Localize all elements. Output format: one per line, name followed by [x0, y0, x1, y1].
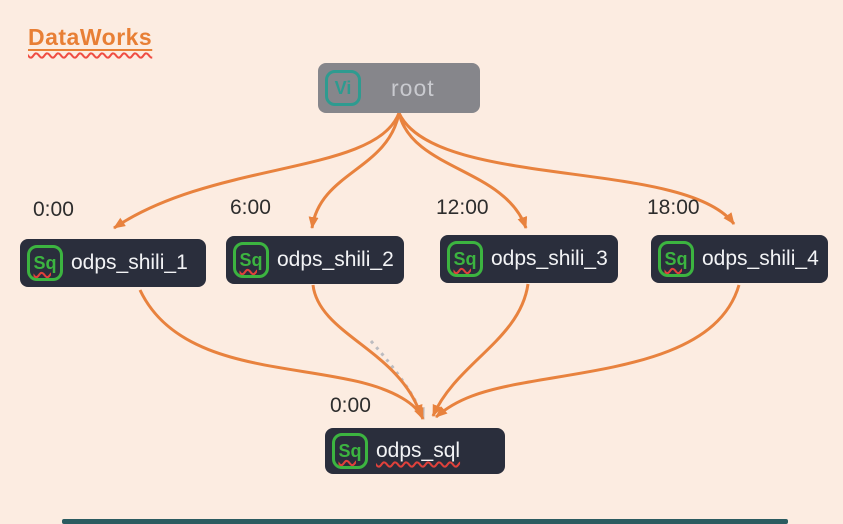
title-text: DataWorks [28, 24, 153, 50]
sql-node-icon: Sq [447, 241, 483, 277]
task-node-odps-sql[interactable]: Sq odps_sql [325, 428, 505, 474]
schedule-time-odps-shili-2: 6:00 [230, 196, 271, 219]
task-node-label: odps_shili_2 [277, 248, 394, 271]
task-node-label: odps_shili_3 [491, 247, 608, 270]
virtual-node-icon-text: Vi [334, 77, 352, 98]
sql-node-icon: Sq [658, 241, 694, 277]
sql-node-icon-text: Sq [239, 249, 263, 270]
sql-node-icon: Sq [332, 433, 368, 469]
edge-root-to-odps-shili-3 [397, 112, 528, 229]
sql-node-icon-text: Sq [664, 248, 688, 269]
sql-node-icon-text: Sq [338, 440, 362, 461]
virtual-node-icon: Vi [325, 70, 361, 106]
edge-odps-shili-4-to-odps-sql [435, 284, 741, 419]
horizontal-scrollbar[interactable] [62, 519, 788, 524]
task-node-label: odps_sql [376, 439, 461, 462]
edge-odps-shili-3-to-odps-sql [431, 283, 530, 417]
sql-node-icon-text: Sq [453, 248, 477, 269]
edge-root-to-odps-shili-2 [308, 112, 401, 229]
task-node-odps-shili-1[interactable]: Sq odps_shili_1 [20, 239, 206, 287]
page-title: DataWorks [28, 24, 152, 51]
root-node-label: root [391, 74, 435, 101]
schedule-time-odps-shili-4: 18:00 [647, 196, 700, 219]
schedule-time-odps-shili-1: 0:00 [33, 198, 74, 221]
title-squiggle: DataWorks [28, 24, 152, 50]
task-node-odps-shili-2[interactable]: Sq odps_shili_2 [226, 236, 404, 284]
task-node-label: odps_shili_1 [71, 251, 188, 274]
edge-odps-shili-2-to-odps-sql [311, 284, 423, 417]
sql-node-icon: Sq [27, 245, 63, 281]
sql-node-icon: Sq [233, 242, 269, 278]
task-node-odps-shili-4[interactable]: Sq odps_shili_4 [651, 235, 828, 283]
edge-root-to-odps-shili-1 [113, 112, 401, 230]
schedule-time-odps-sql: 0:00 [330, 394, 371, 417]
schedule-time-odps-shili-3: 12:00 [436, 196, 489, 219]
root-node[interactable]: Vi root [318, 63, 480, 113]
task-node-odps-shili-3[interactable]: Sq odps_shili_3 [440, 235, 618, 283]
task-node-label: odps_shili_4 [702, 247, 819, 270]
sql-node-icon-text: Sq [33, 252, 57, 273]
edge-root-to-odps-shili-4 [397, 112, 736, 225]
